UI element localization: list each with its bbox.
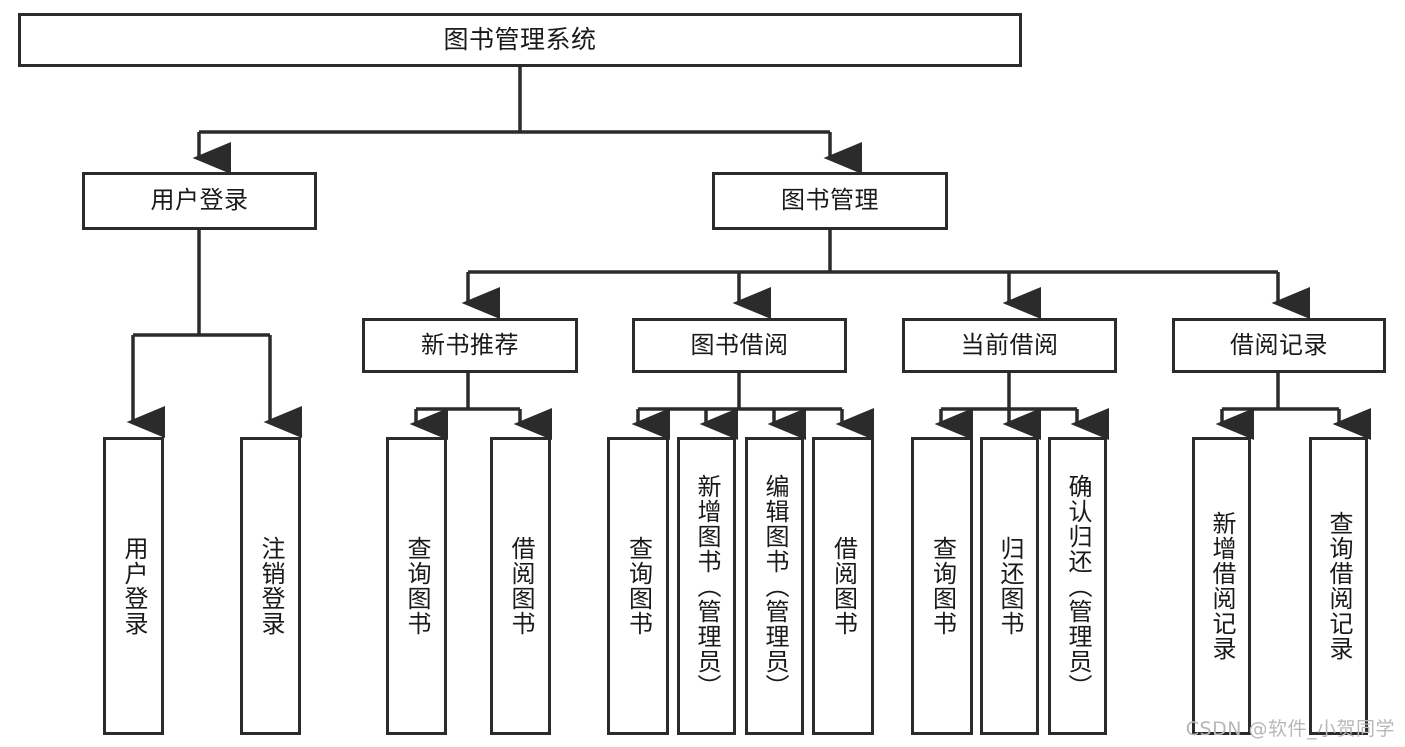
node-label: 查询图书: [928, 536, 957, 636]
leaf-add-borrow-record[interactable]: 新增借阅记录: [1192, 437, 1251, 735]
node-root-system[interactable]: 图书管理系统: [18, 13, 1022, 67]
leaf-query-book-current[interactable]: 查询图书: [911, 437, 973, 735]
leaf-borrow-book[interactable]: 借阅图书: [812, 437, 874, 735]
leaf-add-book-admin[interactable]: 新增图书（管理员）: [677, 437, 736, 735]
watermark: CSDN @软件_小贺同学: [1185, 718, 1395, 740]
node-label: 图书借阅: [690, 330, 789, 359]
node-label: 借阅记录: [1230, 330, 1328, 359]
node-label: 用户登录: [150, 186, 249, 215]
node-label: 新增借阅记录: [1207, 511, 1236, 661]
node-label: 查询图书: [402, 536, 431, 636]
node-current-borrow[interactable]: 当前借阅: [902, 318, 1117, 373]
node-label: 查询图书: [624, 536, 653, 636]
node-label: 归还图书: [995, 536, 1024, 636]
node-new-book-recommend[interactable]: 新书推荐: [362, 318, 578, 373]
node-label: 编辑图书（管理员）: [760, 473, 789, 699]
node-label: 用户登录: [119, 536, 148, 636]
node-book-management[interactable]: 图书管理: [712, 172, 948, 230]
leaf-return-book[interactable]: 归还图书: [980, 437, 1039, 735]
node-label: 借阅图书: [506, 536, 535, 636]
leaf-confirm-return-admin[interactable]: 确认归还（管理员）: [1048, 437, 1107, 735]
node-borrow-records[interactable]: 借阅记录: [1172, 318, 1386, 373]
leaf-query-borrow-record[interactable]: 查询借阅记录: [1309, 437, 1368, 735]
node-label: 图书管理系统: [443, 24, 597, 54]
node-label: 借阅图书: [829, 536, 858, 636]
leaf-query-book-recommend[interactable]: 查询图书: [386, 437, 447, 735]
leaf-edit-book-admin[interactable]: 编辑图书（管理员）: [745, 437, 804, 735]
leaf-query-book[interactable]: 查询图书: [607, 437, 669, 735]
node-label: 新增图书（管理员）: [692, 473, 721, 699]
leaf-user-login[interactable]: 用户登录: [103, 437, 164, 735]
node-label: 图书管理: [781, 186, 879, 215]
node-book-borrow[interactable]: 图书借阅: [632, 318, 847, 373]
node-label: 确认归还（管理员）: [1063, 473, 1092, 699]
leaf-borrow-book-recommend[interactable]: 借阅图书: [490, 437, 551, 735]
node-label: 注销登录: [256, 536, 285, 636]
node-label: 当前借阅: [960, 330, 1059, 359]
node-label: 查询借阅记录: [1324, 511, 1353, 661]
node-user-login[interactable]: 用户登录: [82, 172, 317, 230]
leaf-logout[interactable]: 注销登录: [240, 437, 301, 735]
node-label: 新书推荐: [421, 330, 519, 359]
